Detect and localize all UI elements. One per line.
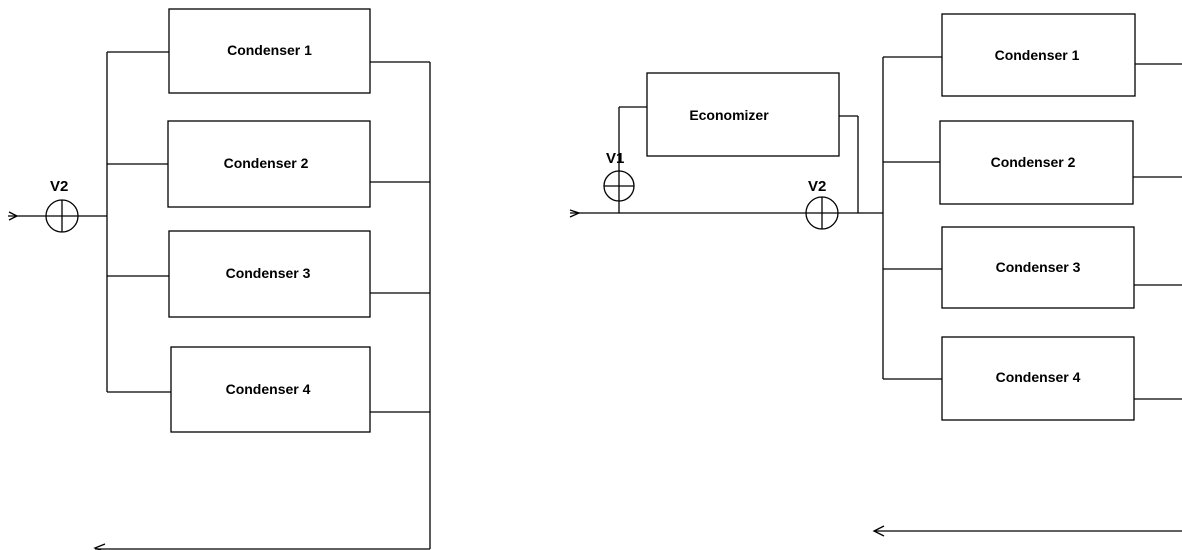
right-valve-v1: V1 bbox=[603, 150, 635, 202]
right-condenser-2-label: Condenser 2 bbox=[991, 154, 1076, 170]
right-valve-v1-label: V1 bbox=[606, 150, 624, 167]
left-condenser-2: Condenser 2 bbox=[167, 120, 371, 208]
left-valve-v2-label: V2 bbox=[50, 178, 68, 195]
right-condenser-3-box bbox=[941, 226, 1135, 309]
right-condenser-4-box bbox=[941, 336, 1135, 421]
right-condenser-1-label: Condenser 1 bbox=[995, 47, 1080, 63]
left-condenser-3-box bbox=[168, 230, 371, 318]
left-condenser-1: Condenser 1 bbox=[168, 8, 371, 94]
right-condenser-1: Condenser 1 bbox=[941, 13, 1136, 97]
left-condenser-4-box bbox=[170, 346, 371, 433]
left-condenser-1-label: Condenser 1 bbox=[227, 42, 312, 58]
right-valve-v2-label: V2 bbox=[808, 178, 826, 195]
left-condenser-1-box bbox=[168, 8, 371, 94]
right-return-arrow-icon bbox=[872, 525, 885, 537]
right-economizer: Economizer bbox=[646, 72, 840, 157]
right-condenser-3: Condenser 3 bbox=[941, 226, 1135, 309]
left-condenser-4: Condenser 4 bbox=[170, 346, 371, 433]
right-economizer-box bbox=[646, 72, 840, 157]
right-condenser-3-label: Condenser 3 bbox=[996, 259, 1081, 275]
right-condenser-1-box bbox=[941, 13, 1136, 97]
left-return-arrow-icon bbox=[93, 543, 106, 550]
left-valve-v2: V2 bbox=[45, 178, 79, 233]
left-condenser-2-box bbox=[167, 120, 371, 208]
left-condenser-3-label: Condenser 3 bbox=[226, 265, 311, 281]
left-condenser-3: Condenser 3 bbox=[168, 230, 371, 318]
left-condenser-2-label: Condenser 2 bbox=[224, 155, 309, 171]
right-diagram: V1 Economizer V2 Condenser 1 bbox=[569, 13, 1182, 537]
right-condenser-4: Condenser 4 bbox=[941, 336, 1135, 421]
left-condenser-4-label: Condenser 4 bbox=[226, 381, 311, 397]
right-economizer-label: Economizer bbox=[689, 107, 769, 123]
left-diagram: V2 Condenser 1 Condenser 2 Condenser 3 C… bbox=[8, 8, 431, 550]
right-condenser-2: Condenser 2 bbox=[939, 120, 1134, 205]
right-valve-v2: V2 bbox=[805, 178, 839, 230]
right-condenser-4-label: Condenser 4 bbox=[996, 369, 1081, 385]
right-condenser-2-box bbox=[939, 120, 1134, 205]
